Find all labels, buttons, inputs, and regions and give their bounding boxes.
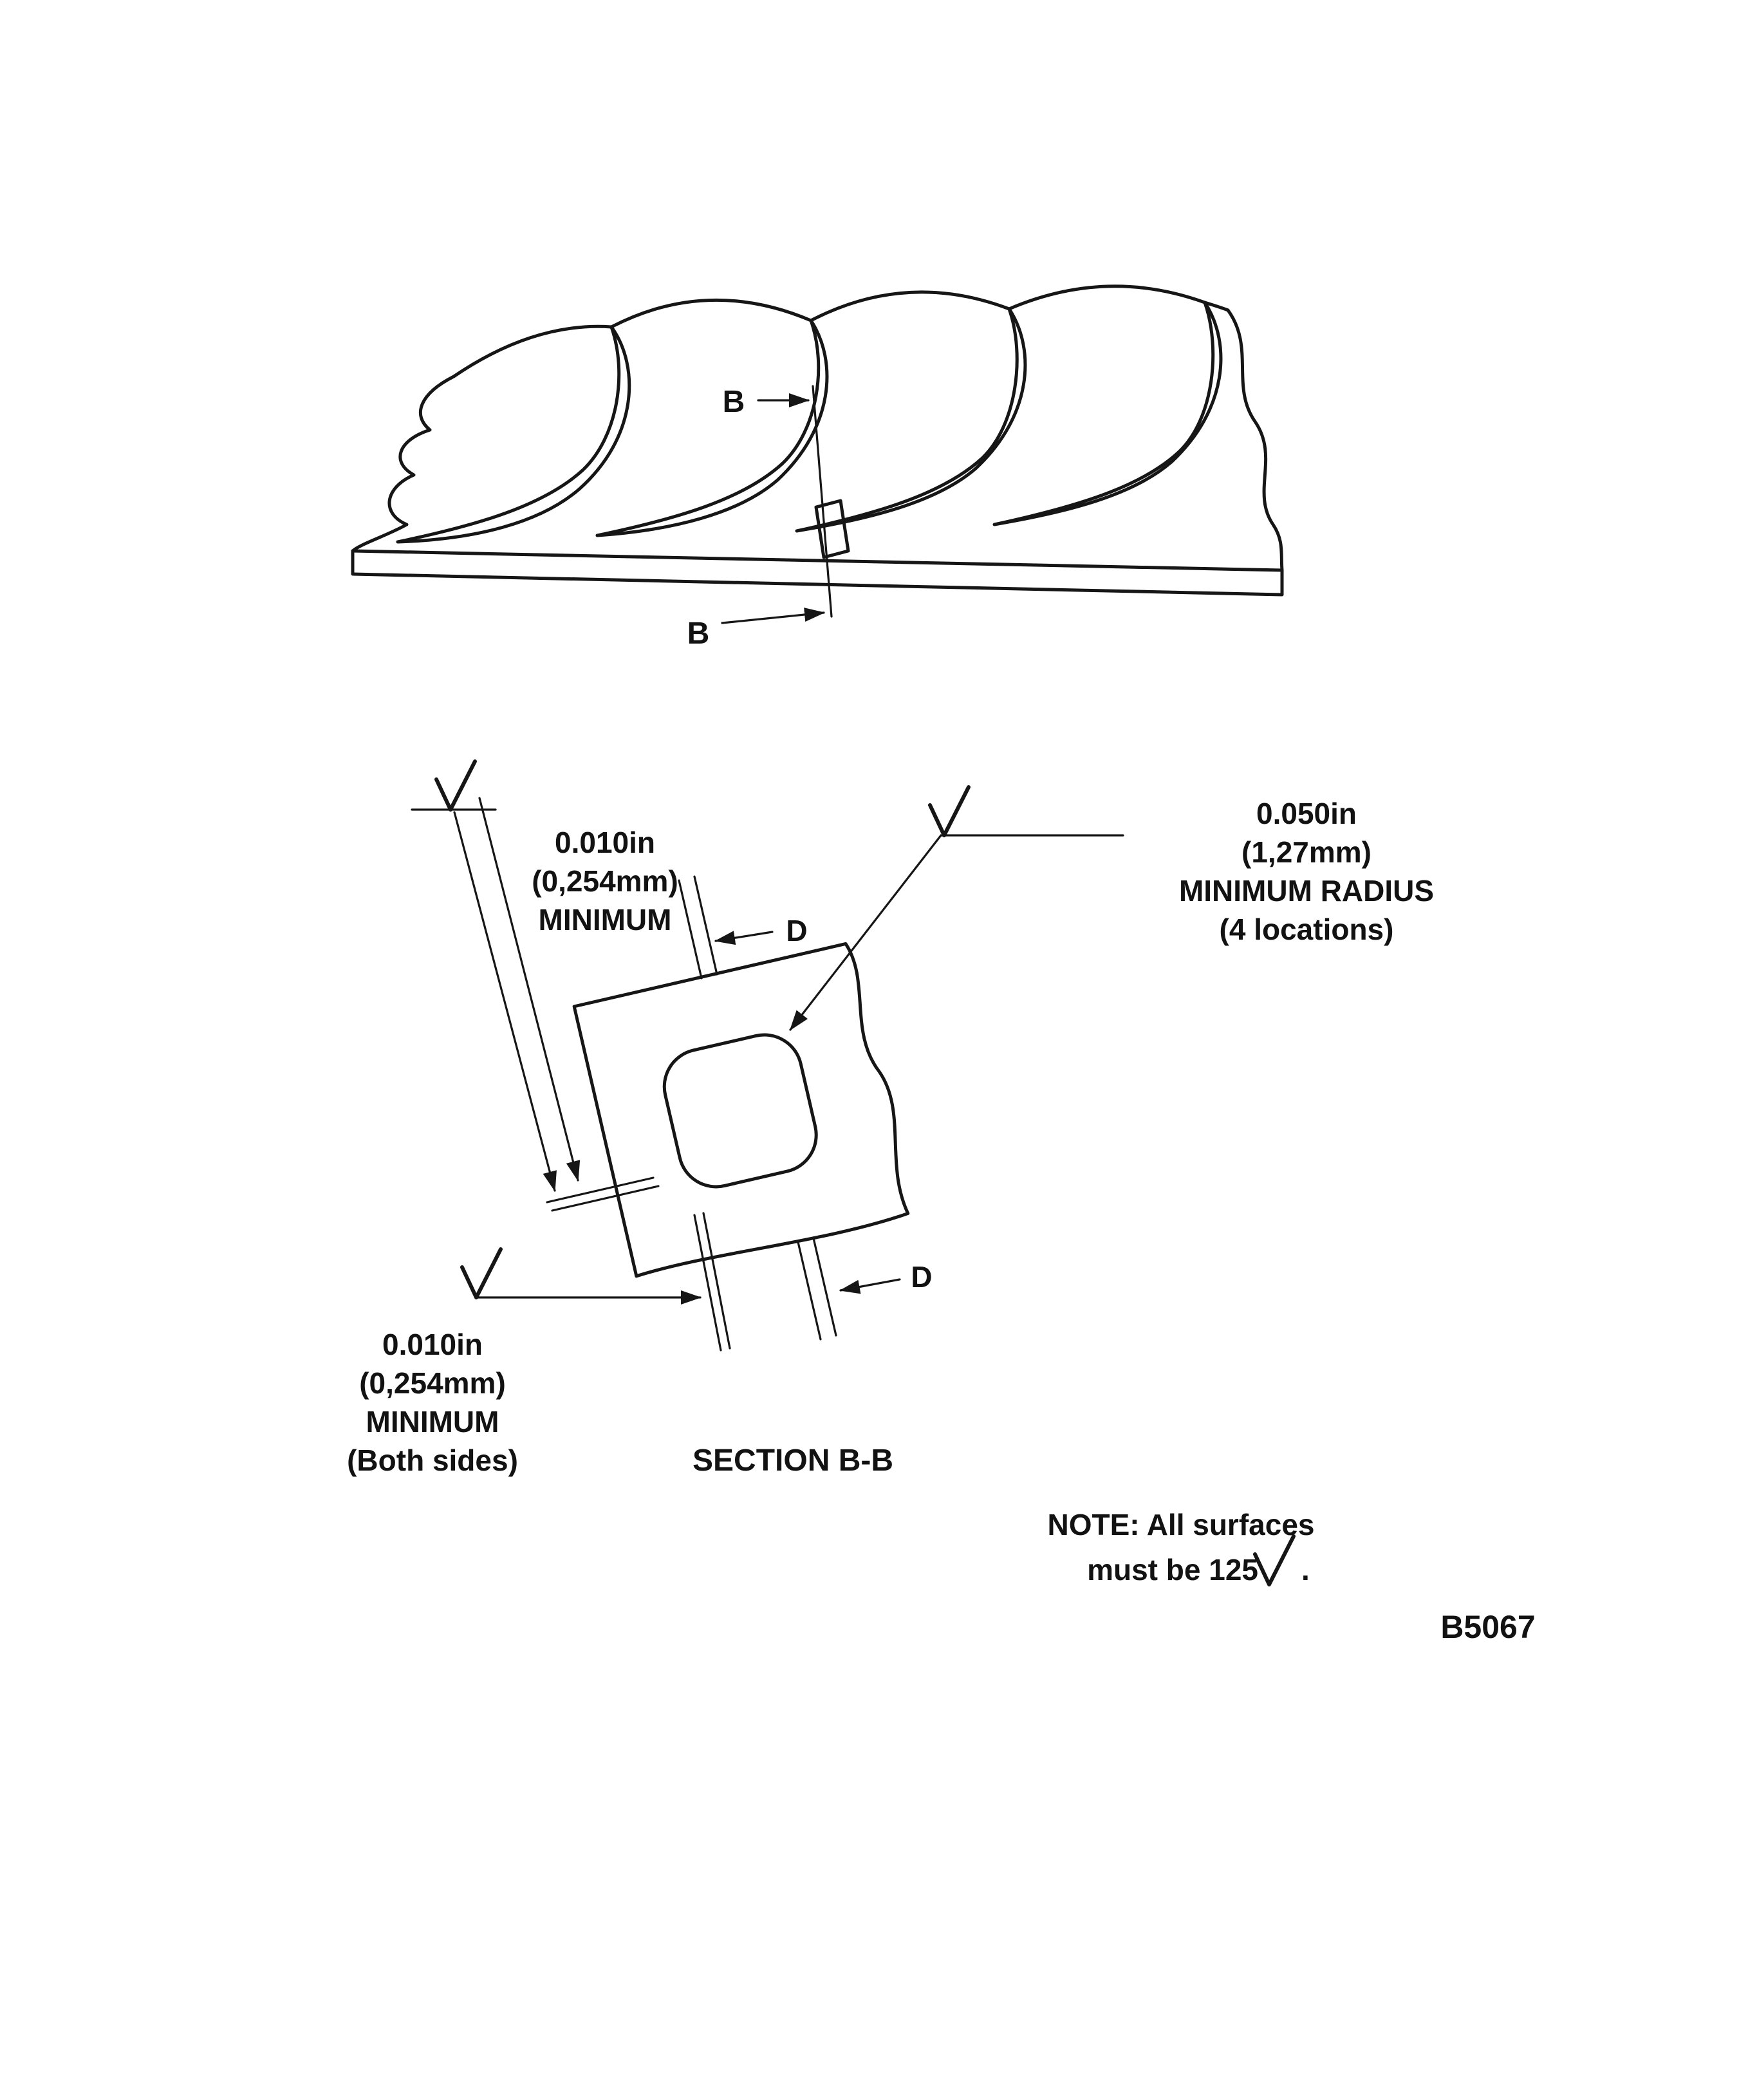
flight-3 [795, 307, 1027, 533]
wall-top-dim-line-2 [478, 797, 581, 1182]
note-line1: NOTE: All surfaces [1048, 1508, 1315, 1541]
note-line2: must be 125 [1087, 1553, 1258, 1586]
part-right-break-edge [1226, 308, 1284, 572]
radius-callout-line4: (4 locations) [1220, 913, 1394, 946]
radius-callout-line3: MINIMUM RADIUS [1179, 874, 1434, 907]
radius-callout-line2: (1,27mm) [1241, 835, 1371, 869]
part-pictorial-view: B B [351, 284, 1284, 651]
part-left-break-edge [351, 375, 456, 553]
part-top-edge [452, 284, 1230, 378]
section-body [572, 942, 910, 1278]
cutting-plane-line [812, 385, 833, 618]
section-bb-view: D D [411, 759, 1124, 1352]
figure-id: B5067 [1440, 1609, 1535, 1645]
d-top-arrow [714, 931, 774, 945]
d-bottom-extension-1 [797, 1241, 822, 1341]
section-mark-top: B [723, 385, 745, 419]
part-bottom-strip [351, 549, 1284, 597]
dim-bottom-left-line3: MINIMUM [366, 1405, 499, 1438]
wall-bottom-gap-line-2 [702, 1212, 731, 1350]
d-top-label: D [786, 914, 807, 947]
wall-top-gap-line-1 [546, 1176, 655, 1203]
dim-top-left-line3: MINIMUM [539, 903, 672, 936]
section-mark-bottom: B [687, 617, 710, 651]
dim-bottom-left-line4: (Both sides) [347, 1444, 518, 1477]
dim-top-left-line2: (0,254mm) [532, 864, 678, 898]
note-suffix: . [1301, 1553, 1310, 1586]
d-bottom-extension-2 [812, 1237, 837, 1337]
radius-leader [789, 834, 1124, 1031]
section-title: SECTION B-B [693, 1444, 893, 1478]
callouts: 0.010in (0,254mm) MINIMUM 0.050in (1,27m… [347, 797, 1536, 1645]
wall-top-gap-line-2 [551, 1185, 660, 1212]
d-bottom-arrow [839, 1278, 901, 1294]
section-hole [662, 1033, 818, 1189]
flight-2 [595, 319, 829, 537]
flight-1 [396, 325, 631, 544]
surface-finish-icon [928, 785, 971, 837]
surface-finish-icon [460, 1247, 503, 1299]
dim-top-left-line1: 0.010in [555, 826, 655, 859]
surface-finish-icon [1253, 1534, 1296, 1586]
d-bottom-label: D [911, 1260, 932, 1294]
wall-top-dim-line-1 [453, 811, 557, 1192]
cut-flight-section [814, 499, 850, 559]
dim-bottom-left-line2: (0,254mm) [359, 1366, 506, 1400]
section-arrow-bottom [721, 608, 825, 624]
d-top-extension-2 [693, 875, 718, 976]
flight-4 [992, 301, 1223, 526]
dim-bottom-left-line1: 0.010in [382, 1328, 483, 1361]
wall-bottom-gap-line-1 [693, 1214, 722, 1352]
d-top-extension-1 [678, 879, 703, 980]
surface-finish-icon [434, 759, 477, 812]
radius-callout-line1: 0.050in [1256, 797, 1357, 830]
